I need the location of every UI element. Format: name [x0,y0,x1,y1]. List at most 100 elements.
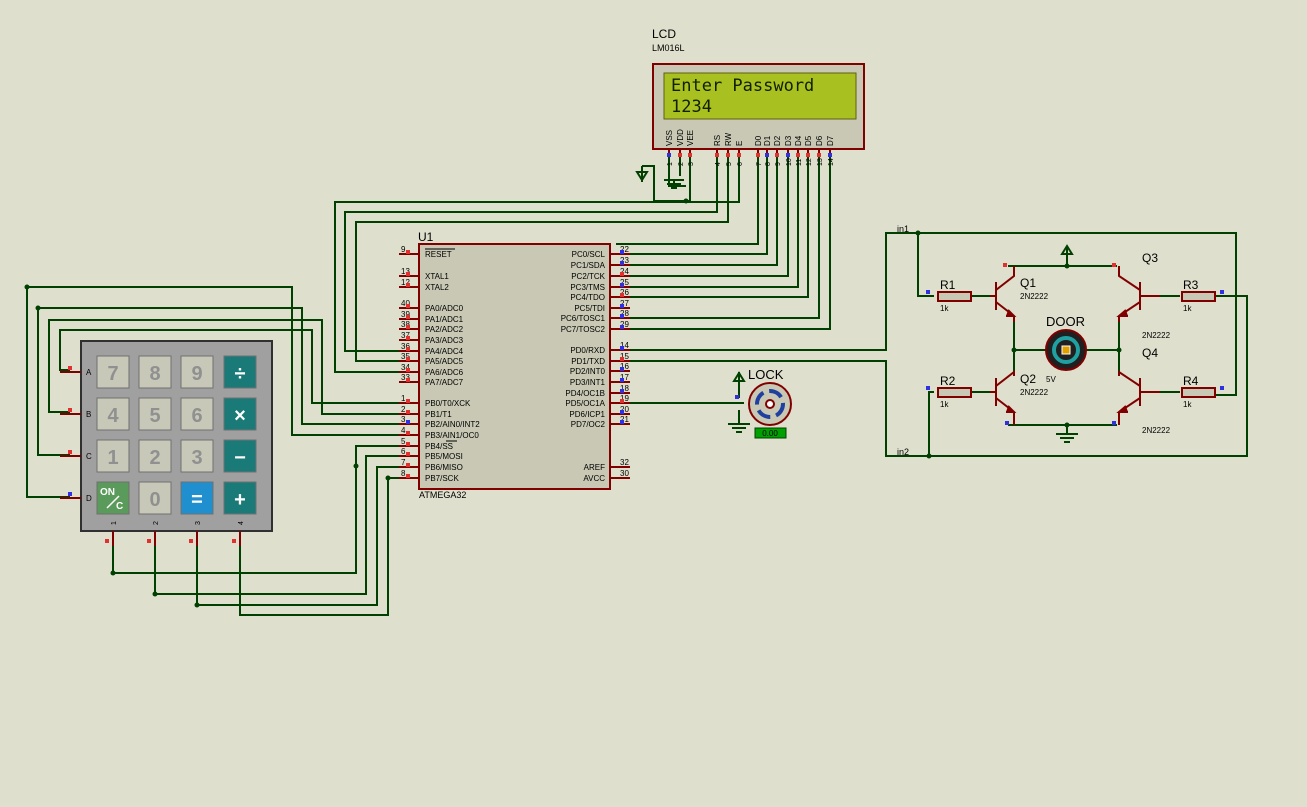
lcd-pin-number: 13 [817,158,824,166]
keypad-key-label: 0 [149,489,160,511]
lcd-screen [663,72,857,120]
transistor-q2[interactable] [990,369,1017,425]
wire-row-d [26,286,414,498]
keypad-key-3-0[interactable]: ONC [96,481,130,515]
lcd-pin-number: 8 [765,162,772,166]
mcu-pin-number: 28 [620,309,629,318]
lcd-pin-number: 9 [775,162,782,166]
keypad-key-label: 1 [107,447,118,469]
keypad-key-label: × [234,405,246,427]
door-motor[interactable]: DOOR 5V [1045,314,1087,384]
keypad-key-label: 3 [191,447,202,469]
wire-row-a [59,329,414,404]
keypad-key-3-3[interactable]: + [223,481,257,515]
resistor-r2[interactable]: R2 1k [937,374,972,409]
keypad-key-label: 9 [191,363,202,385]
keypad-col-label: 1 [111,521,118,525]
keypad-key-0-0[interactable]: 7 [96,355,130,389]
mcu-pin-name: PC7/TOSC2 [561,325,606,334]
mcu-pin-number: 29 [620,320,629,329]
mcu-pin-name: PB0/T0/XCK [425,399,471,408]
r3-value: 1k [1183,304,1192,313]
mcu-pin-number: 18 [620,384,629,393]
keypad-key-2-1[interactable]: 2 [138,439,172,473]
lock-motor[interactable]: LOCK 0.00 [748,367,792,439]
lcd-pin-name: VDD [676,129,685,146]
lcd-ref: LCD [652,27,676,41]
door-voltage: 5V [1046,375,1056,384]
resistor-r4[interactable]: R4 1k [1181,374,1216,409]
keypad-key-2-0[interactable]: 1 [96,439,130,473]
transistor-q1[interactable] [990,266,1017,322]
keypad-col-label: 3 [195,521,202,525]
mcu-pin-number: 36 [401,342,410,351]
keypad-key-0-1[interactable]: 8 [138,355,172,389]
keypad-key-0-3[interactable]: ÷ [223,355,257,389]
lcd-pin-number: 12 [806,158,813,166]
wire-in1-r1 [917,233,934,297]
mcu-pin-number: 40 [401,299,410,308]
mcu-pin-name: PD3/INT1 [570,378,606,387]
q4-ref: Q4 [1142,346,1158,360]
mcu-pin-number: 2 [401,405,406,414]
transistor-q4[interactable] [1116,370,1160,425]
keypad-key-1-3[interactable]: × [223,397,257,431]
mcu-pin-number: 19 [620,394,629,403]
mcu-pin-name: PD7/OC2 [571,420,606,429]
mcu-pin-number: 6 [401,447,406,456]
keypad-key-3-2[interactable]: = [180,481,214,515]
wire-vss [668,157,686,187]
mcu-pin-number: 25 [620,278,629,287]
lcd-pin-number: 2 [678,162,685,166]
r1-ref: R1 [940,278,956,292]
mcu-pin-name: PB7/SCK [425,474,459,483]
wire-pa6-e [334,157,740,373]
mcu-pin-name: XTAL2 [425,283,449,292]
lcd-pin-name: D6 [815,135,824,146]
mcu-pin-name: PC1/SDA [571,261,606,270]
wire-in2 [616,295,1248,457]
lcd-line-2: 1234 [671,97,712,117]
lcd-pin-name: D7 [826,135,835,146]
lcd-pin-name: D5 [804,135,813,146]
transistor-q3[interactable] [1116,266,1160,322]
keypad-key-0-2[interactable]: 9 [180,355,214,389]
mcu-pin-name: PC3/TMS [570,283,605,292]
lcd-pin-number: 5 [726,162,733,166]
mcu-pin-number: 4 [401,426,406,435]
mcu-pin-number: 9 [401,245,406,254]
mcu-pin-name: PB5/MOSI [425,452,463,461]
keypad-key-label: 5 [149,405,160,427]
keypad-key-2-2[interactable]: 3 [180,439,214,473]
wire-row-b [48,319,414,415]
keypad-key-3-1[interactable]: 0 [138,481,172,515]
keypad-key-1-0[interactable]: 4 [96,397,130,431]
mcu-pin-number: 15 [620,352,629,361]
wire-d6 [616,157,820,319]
microcontroller[interactable]: U1 ATMEGA32 9RESET13XTAL112XTAL240PA0/AD… [399,230,630,500]
keypad-key-2-3[interactable]: − [223,439,257,473]
lcd-pin-number: 14 [828,158,835,166]
keypad-key-1-1[interactable]: 5 [138,397,172,431]
mcu-pin-number: 17 [620,373,629,382]
lcd-pin-number: 10 [786,158,793,166]
r1-value: 1k [940,304,949,313]
mcu-pin-name: PD2/INT0 [570,367,606,376]
lcd-display[interactable]: LCD LM016L Enter Password 1234 VSS1VDD2V… [652,27,865,166]
mcu-pin-name: PB3/AIN1/OC0 [425,431,479,440]
mcu-pin-name: PA6/ADC6 [425,368,464,377]
mcu-pin-name: PD4/OC1B [565,389,605,398]
lock-ground-symbol [728,423,750,433]
resistor-r1[interactable]: R1 1k [937,278,972,313]
wire-d2 [616,157,778,266]
mcu-pin-name: PD6/ICP1 [569,410,605,419]
wire-d7 [616,157,831,330]
lcd-pin-name: D3 [784,135,793,146]
keypad-key-1-2[interactable]: 6 [180,397,214,431]
wire-d3 [616,157,789,277]
mcu-pin-name: PB4/SS [425,442,453,451]
resistor-r3[interactable]: R3 1k [1181,278,1216,313]
